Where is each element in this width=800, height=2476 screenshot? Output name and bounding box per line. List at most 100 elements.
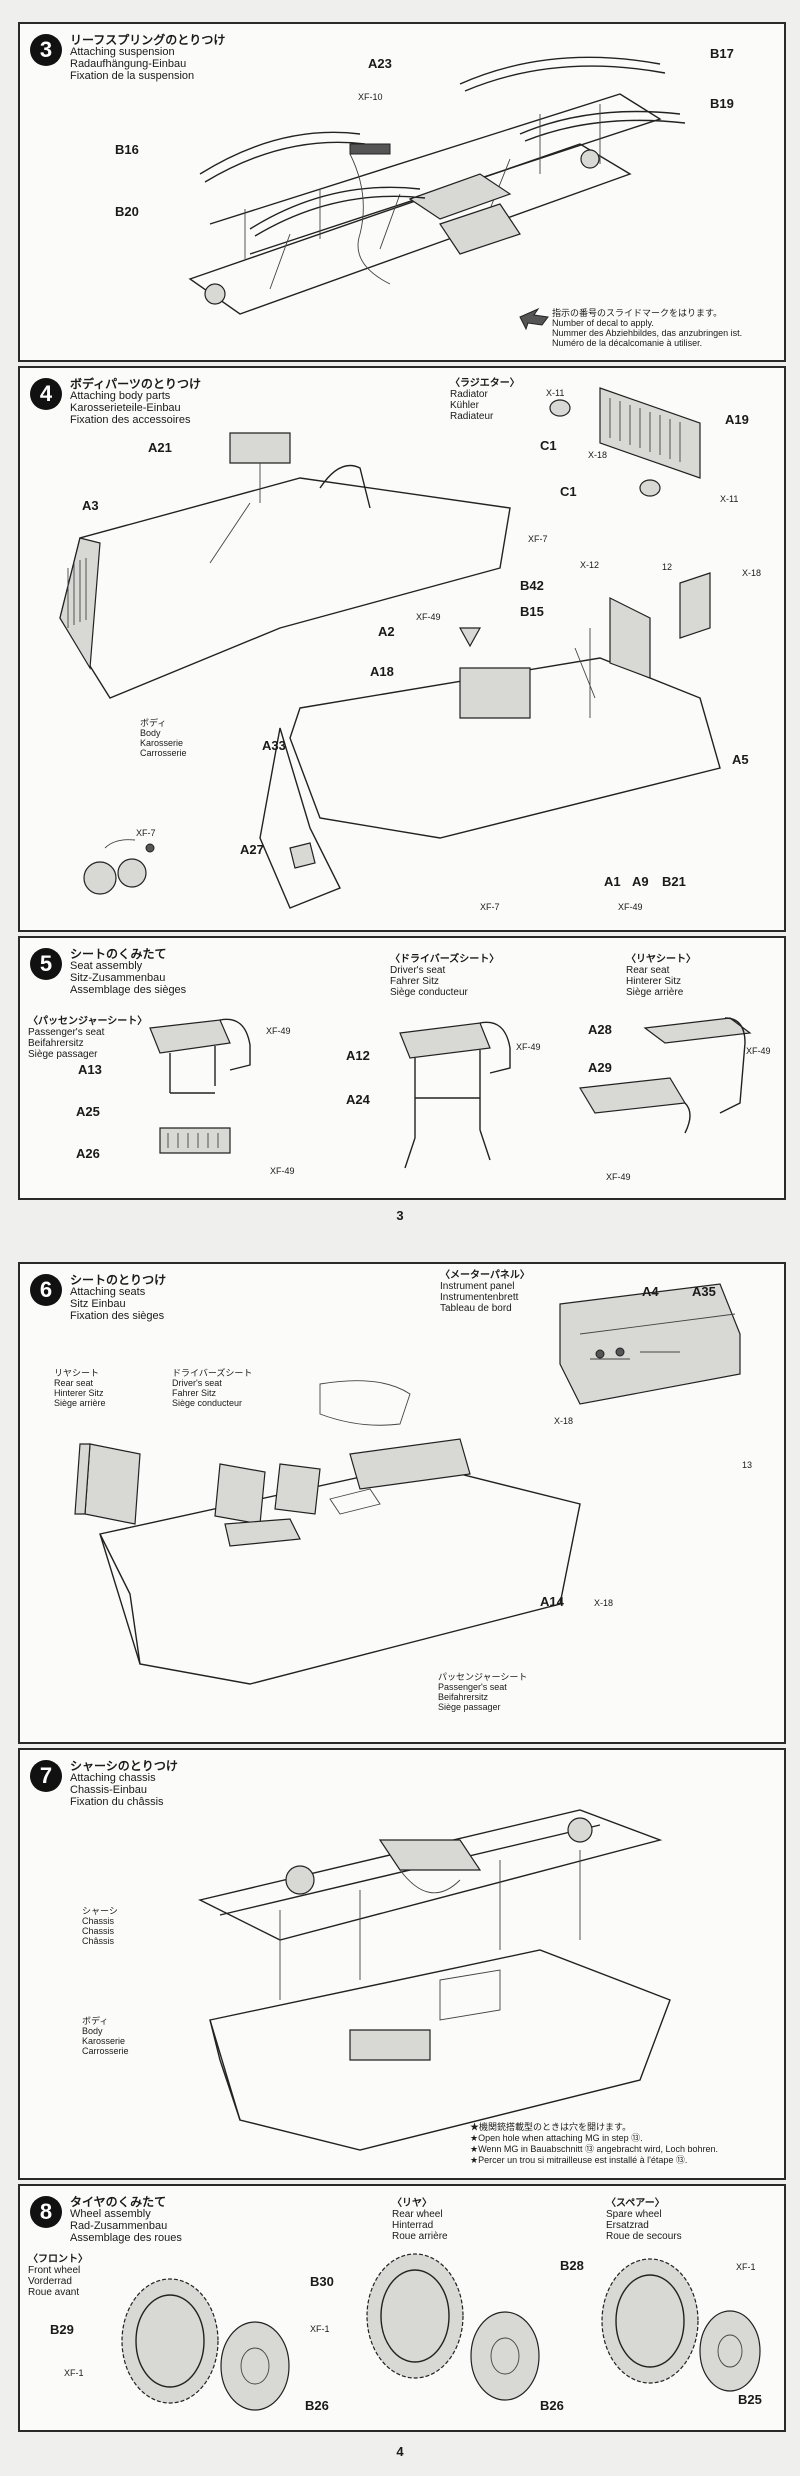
- label-c1-a: C1: [540, 438, 557, 453]
- step-title: シートのくみたて Seat assembly Sitz-Zusammenbau …: [70, 948, 186, 996]
- label-xf49-a: XF-49: [416, 612, 441, 622]
- label-b29: B29: [50, 2322, 74, 2337]
- label-x12: X-12: [580, 560, 600, 570]
- title-jp: シャーシのとりつけ: [70, 1759, 178, 1773]
- note-fr: Numéro de la décalcomanie à utiliser.: [552, 338, 703, 348]
- passenger-seat-caption: パッセンジャーシート Passenger's seat Beifahrersit…: [438, 1672, 527, 1712]
- label-xf7-light: XF-7: [136, 828, 156, 838]
- label-b17: B17: [710, 46, 734, 61]
- step-4-panel: 4 ボディパーツのとりつけ Attaching body parts Karos…: [18, 366, 786, 932]
- panel-jp: 〈メーターパネル〉: [440, 1270, 530, 1281]
- label-b26-rear: B26: [540, 2398, 564, 2413]
- spare-jp: 〈スペアー〉: [606, 2198, 665, 2209]
- title-jp: シートのとりつけ: [70, 1273, 167, 1287]
- label-a3: A3: [82, 498, 99, 513]
- label-xf49-b: XF-49: [618, 902, 643, 912]
- step-title: リーフスプリングのとりつけ Attaching suspension Radau…: [70, 34, 225, 82]
- title-en: Wheel assembly: [70, 2208, 151, 2220]
- seat-install-drawing: [74, 1283, 741, 1685]
- label-xf10: XF-10: [358, 92, 383, 102]
- label-a26: A26: [76, 1146, 100, 1161]
- spare-de: Ersatzrad: [606, 2220, 649, 2231]
- label-a23: A23: [368, 56, 392, 71]
- radiator-en: Radiator: [450, 389, 488, 400]
- label-a12: A12: [346, 1048, 370, 1063]
- title-fr: Fixation de la suspension: [70, 70, 195, 82]
- title-fr: Assemblage des sièges: [70, 984, 187, 996]
- spare-fr: Roue de secours: [606, 2231, 682, 2242]
- front-wheel-caption: 〈フロント〉 Front wheel Vorderrad Roue avant: [28, 2254, 88, 2298]
- title-jp: タイヤのくみたて: [70, 2195, 167, 2209]
- radiator-fr: Radiateur: [450, 411, 494, 422]
- label-b21: B21: [662, 874, 686, 889]
- label-b15: B15: [520, 604, 544, 619]
- note-de: ★Wenn MG in Bauabschnitt ⑬ angebracht wi…: [470, 2144, 719, 2154]
- passenger-de: Beifahrersitz: [28, 1038, 84, 1049]
- rear-fr: Siège arrière: [626, 987, 684, 998]
- note-jp: 指示の番号のスライドマークをはります。: [552, 308, 723, 318]
- driver-en: Driver's seat: [172, 1378, 222, 1388]
- decal-note: 指示の番号のスライドマークをはります。 Number of decal to a…: [552, 308, 742, 348]
- label-x18-panel: X-18: [554, 1416, 574, 1426]
- body-caption: ボディ Body Karosserie Carrosserie: [82, 2016, 129, 2056]
- title-en: Attaching body parts: [70, 390, 171, 402]
- label-a29: A29: [588, 1060, 612, 1075]
- title-jp: シートのくみたて: [70, 947, 167, 961]
- label-a5: A5: [732, 752, 749, 767]
- label-a25: A25: [76, 1104, 100, 1119]
- body-en: Body: [140, 728, 161, 738]
- mg-hole-note: ★機関銃搭載型のときは穴を開けます。 ★Open hole when attac…: [470, 2122, 718, 2166]
- title-en: Seat assembly: [70, 960, 143, 972]
- pass-fr: Siège passager: [438, 1702, 501, 1712]
- chassis-fr: Châssis: [82, 1936, 115, 1946]
- title-de: Sitz-Zusammenbau: [70, 972, 166, 984]
- step-number: 4: [30, 378, 62, 410]
- label-a24: A24: [346, 1092, 370, 1107]
- driver-de: Fahrer Sitz: [390, 976, 439, 987]
- rear-de: Hinterer Sitz: [54, 1388, 104, 1398]
- driver-fr: Siège conducteur: [390, 987, 468, 998]
- label-x18-rad: X-18: [588, 450, 608, 460]
- body-jp: ボディ: [140, 718, 167, 728]
- step-title: ボディパーツのとりつけ Attaching body parts Karosse…: [70, 378, 201, 426]
- body-de: Karosserie: [140, 738, 184, 748]
- title-fr: Assemblage des roues: [70, 2232, 182, 2244]
- step-number: 7: [30, 1760, 62, 1792]
- panel-fr: Tableau de bord: [440, 1303, 512, 1314]
- rear-seat-caption: リヤシート Rear seat Hinterer Sitz Siège arri…: [54, 1368, 106, 1408]
- note-fr: ★Percer un trou si mitrailleuse est inst…: [470, 2155, 688, 2165]
- chassis-drawing: [197, 1809, 671, 2151]
- rear-jp: 〈リヤシート〉: [626, 954, 696, 965]
- rear-jp: 〈リヤ〉: [392, 2198, 432, 2209]
- label-xf1-spare: XF-1: [736, 2262, 756, 2272]
- radiator-de: Kühler: [450, 400, 479, 411]
- rear-jp: リヤシート: [54, 1368, 100, 1378]
- label-xf49-pass: XF-49: [266, 1026, 291, 1036]
- label-b42: B42: [520, 578, 544, 593]
- label-xf49-drv: XF-49: [516, 1042, 541, 1052]
- title-de: Radaufhängung-Einbau: [70, 58, 187, 70]
- panel-de: Instrumentenbrett: [440, 1292, 519, 1303]
- label-xf49-rear: XF-49: [746, 1046, 771, 1056]
- label-b28: B28: [560, 2258, 584, 2273]
- note-en: ★Open hole when attaching MG in step ⑬.: [470, 2133, 643, 2143]
- title-fr: Fixation des accessoires: [70, 414, 191, 426]
- rear-seat-caption: 〈リヤシート〉 Rear seat Hinterer Sitz Siège ar…: [626, 954, 696, 998]
- step-title: シートのとりつけ Attaching seats Sitz Einbau Fix…: [70, 1274, 166, 1322]
- chassis-jp: シャーシ: [82, 1906, 118, 1916]
- label-b25: B25: [738, 2392, 762, 2407]
- step-8-panel: 8 タイヤのくみたて Wheel assembly Rad-Zusammenba…: [18, 2184, 786, 2432]
- label-c1-b: C1: [560, 484, 577, 499]
- note-de: Nummer des Abziehbildes, das anzubringen…: [552, 328, 743, 338]
- rear-fr: Roue arrière: [392, 2231, 448, 2242]
- body-drawing: [59, 387, 721, 909]
- driver-jp: 〈ドライバーズシート〉: [390, 954, 500, 965]
- label-a27: A27: [240, 842, 264, 857]
- body-caption: ボディ Body Karosserie Carrosserie: [140, 718, 187, 758]
- driver-fr: Siège conducteur: [172, 1398, 243, 1408]
- label-a28: A28: [588, 1022, 612, 1037]
- radiator-caption: 〈ラジエター〉 Radiator Kühler Radiateur: [450, 378, 520, 422]
- title-de: Sitz Einbau: [70, 1298, 126, 1310]
- step-3-panel: 3 リーフスプリングのとりつけ Attaching suspension Rad…: [18, 22, 786, 362]
- label-xf49-pass-b: XF-49: [270, 1166, 295, 1176]
